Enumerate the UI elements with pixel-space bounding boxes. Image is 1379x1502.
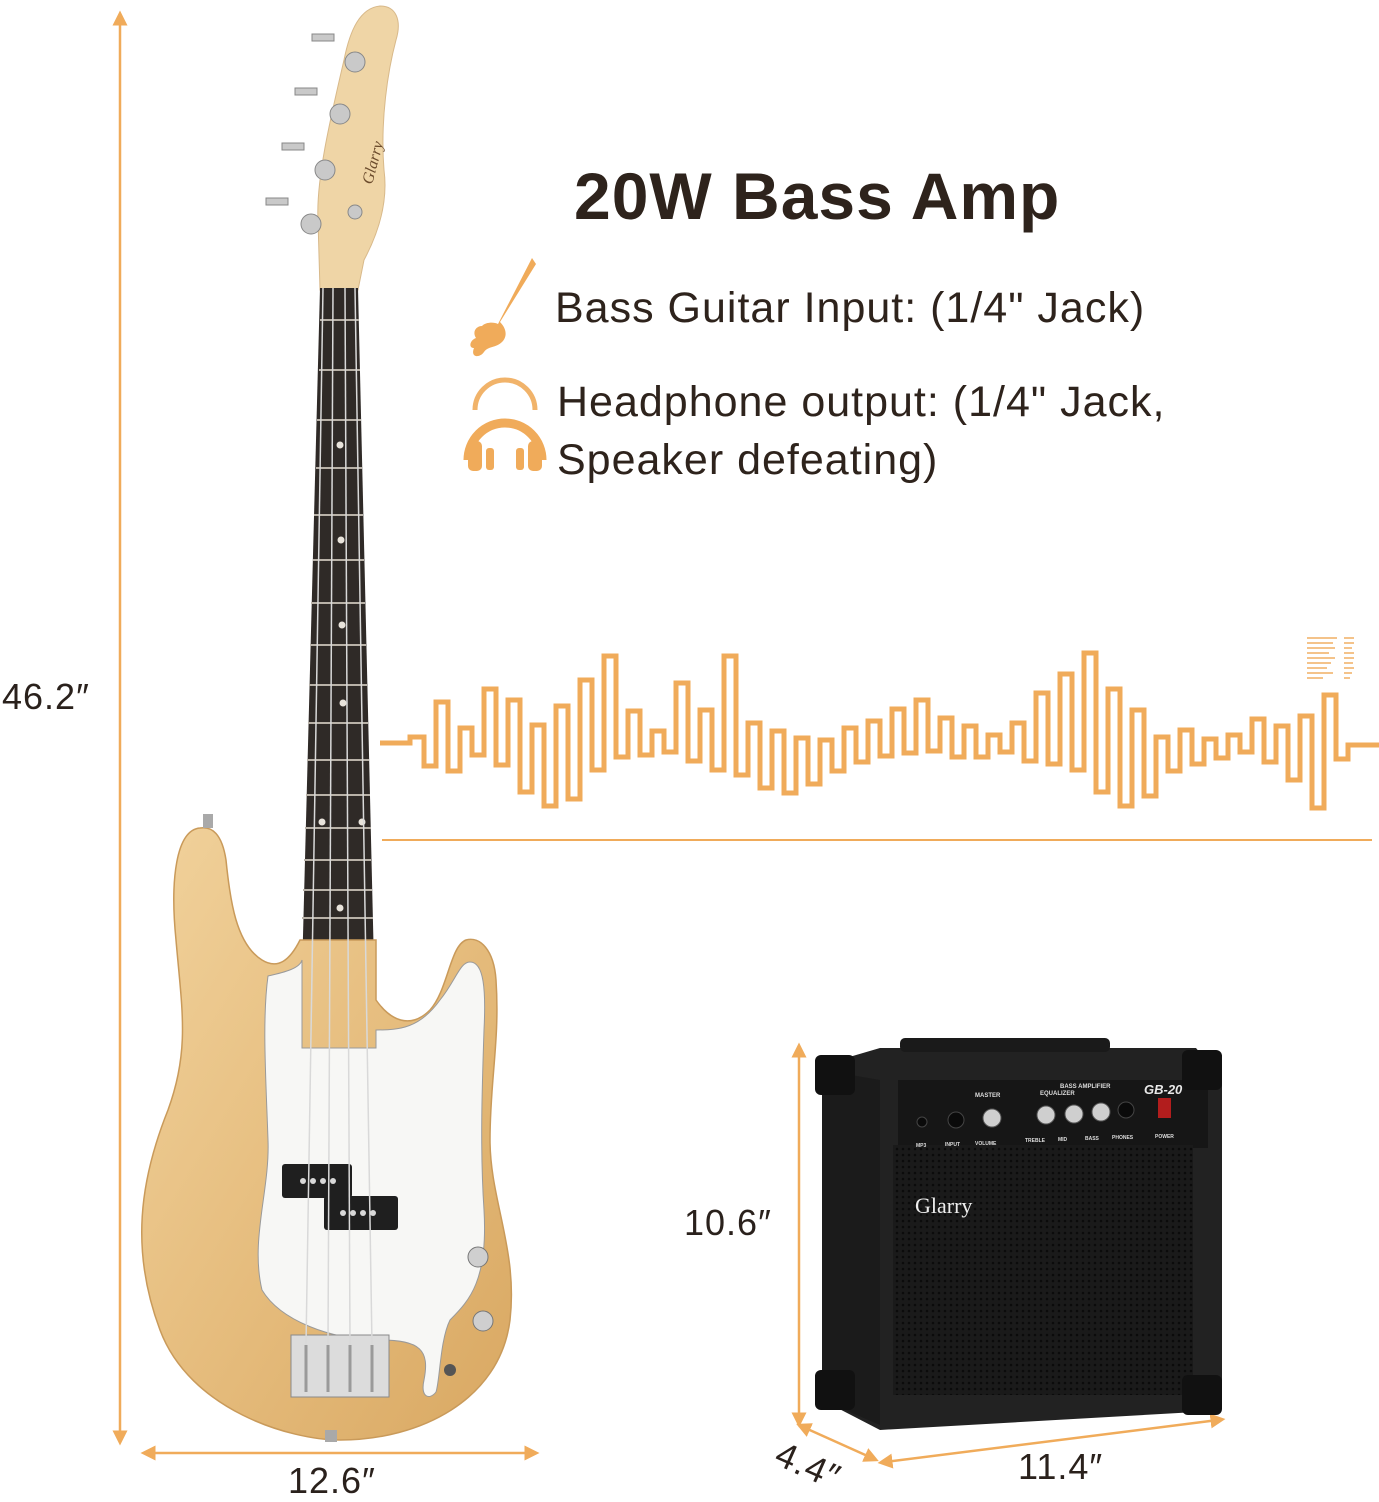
feature-bass-input: Bass Guitar Input: (1/4" Jack) bbox=[555, 284, 1146, 332]
amp-height-label: 10.6″ bbox=[684, 1202, 772, 1243]
amp-label-input: INPUT bbox=[945, 1142, 960, 1148]
guitar-width-label: 12.6″ bbox=[288, 1460, 376, 1501]
sound-waveform bbox=[380, 650, 1379, 841]
amp-brand-logo: Glarry bbox=[915, 1193, 972, 1218]
amp-label-treble: TREBLE bbox=[1025, 1138, 1046, 1144]
amp-eq-label: EQUALIZER bbox=[1040, 1091, 1075, 1097]
amp-label-bass: BASS bbox=[1085, 1136, 1100, 1142]
bass-guitar-icon bbox=[470, 258, 536, 357]
bass-guitar-image: Glarry bbox=[141, 5, 513, 1442]
amp-label-phones: PHONES bbox=[1112, 1135, 1134, 1141]
pickguard bbox=[257, 959, 486, 1397]
amp-label-mp3: MP3 bbox=[916, 1143, 927, 1149]
amp-width-label: 11.4″ bbox=[1018, 1446, 1104, 1487]
decorative-legend-icon bbox=[1307, 637, 1354, 679]
amp-label-volume: VOLUME bbox=[975, 1141, 997, 1147]
guitar-length-label: 46.2″ bbox=[2, 676, 90, 717]
amp-handle bbox=[900, 1038, 1110, 1052]
amp-image: GB-20 BASS AMPLIFIER EQUALIZER MASTER MP… bbox=[815, 1038, 1222, 1430]
amp-grille bbox=[893, 1145, 1193, 1395]
headstock bbox=[317, 5, 399, 291]
page-title: 20W Bass Amp bbox=[574, 159, 1061, 233]
pickup-neck bbox=[282, 1164, 352, 1198]
amp-model-label: GB-20 bbox=[1144, 1082, 1183, 1097]
feature-headphone-output-line2: Speaker defeating) bbox=[557, 436, 939, 484]
power-switch bbox=[1158, 1098, 1171, 1118]
amp-label-power: POWER bbox=[1155, 1134, 1174, 1140]
feature-headphone-output-line1: Headphone output: (1/4" Jack, bbox=[557, 378, 1166, 426]
amp-header-label: BASS AMPLIFIER bbox=[1060, 1084, 1111, 1090]
amp-label-mid: MID bbox=[1058, 1137, 1068, 1143]
fretboard bbox=[300, 288, 376, 1050]
amp-dimensions bbox=[791, 1042, 1226, 1469]
amp-master-label: MASTER bbox=[975, 1093, 1001, 1099]
headphones-icon bbox=[463, 377, 547, 471]
